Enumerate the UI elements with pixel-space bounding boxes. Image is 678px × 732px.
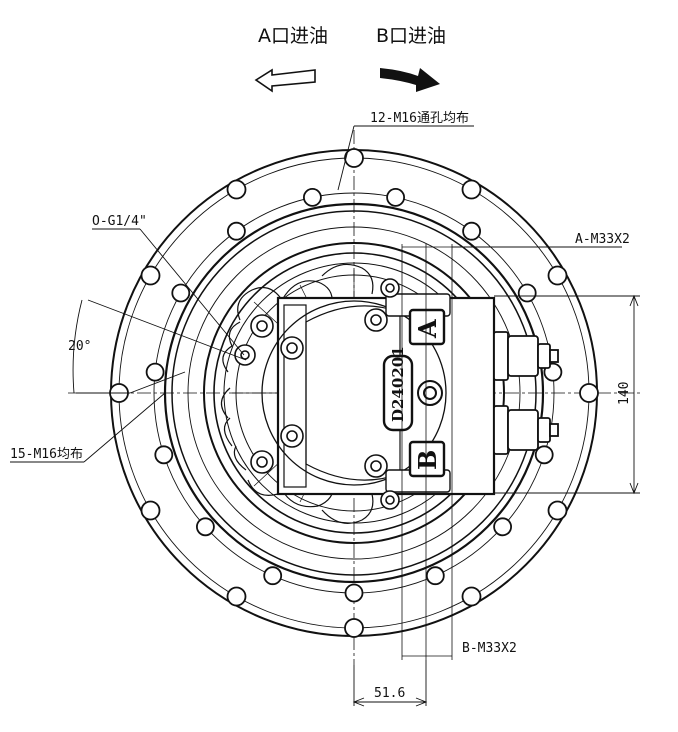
bolt-holes-15 <box>145 187 563 603</box>
bolt-hole-outer <box>226 586 247 607</box>
bolt-hole-outer <box>226 179 247 200</box>
side-fittings <box>493 331 559 455</box>
b-port-inlet-label: B口进油 <box>376 25 446 47</box>
offset-dimension <box>352 660 428 707</box>
bolt-hole-outer <box>547 500 568 521</box>
bolt-hole-inner <box>534 445 554 465</box>
bolt-hole-inner <box>344 583 364 603</box>
bolt-hole-inner <box>493 517 513 537</box>
bolt-hole-outer <box>461 179 482 200</box>
bolt-hole-inner <box>226 221 246 241</box>
bolt-hole-inner <box>154 445 174 465</box>
angle-arc <box>72 299 83 394</box>
model-code-text: D240201 <box>389 346 407 422</box>
bolt-hole-outer <box>547 265 568 286</box>
oil-port-callout: O-G1/4" <box>92 214 147 229</box>
bolt-12-callout: 12-M16通孔均布 <box>370 111 469 126</box>
height-dimension <box>494 294 640 495</box>
leader-lines <box>10 125 622 463</box>
offset-dimension-text: 51.6 <box>374 686 405 701</box>
bolt-hole-outer <box>579 383 599 403</box>
model-plate: D240201 <box>382 346 414 432</box>
port-b-callout: B-M33X2 <box>462 641 517 656</box>
bolt-holes-12 <box>109 148 599 638</box>
bolt-hole-outer <box>461 586 482 607</box>
bolt-hole-inner <box>171 283 191 303</box>
bolt-hole-inner <box>386 187 406 207</box>
bolt-hole-outer <box>344 148 364 168</box>
port-a-letter: A <box>413 319 442 339</box>
bolt-hole-inner <box>195 517 215 537</box>
bolt-hole-outer <box>140 265 161 286</box>
bolt-hole-inner <box>462 221 482 241</box>
angle-dimension-text: 20° <box>68 339 91 354</box>
port-b-badge: B <box>408 440 446 478</box>
bolt-hole-inner <box>425 566 445 586</box>
bolt-hole-inner <box>263 566 283 586</box>
port-a-callout: A-M33X2 <box>575 232 630 247</box>
center-plug <box>417 380 443 406</box>
valve-block-bolts <box>234 278 400 510</box>
bolt-hole-outer <box>344 618 364 638</box>
port-b-letter: B <box>413 450 442 470</box>
motor-lobes <box>220 263 374 524</box>
arrow-left-outline-icon <box>254 68 316 93</box>
bolt-15-callout: 15-M16均布 <box>10 447 83 462</box>
arrow-right-solid-icon <box>380 68 440 92</box>
a-port-inlet-label: A口进油 <box>258 25 328 47</box>
bolt-hole-inner <box>517 283 537 303</box>
port-a-badge: A <box>408 308 446 346</box>
bolt-hole-inner <box>145 362 165 382</box>
bolt-hole-inner <box>302 187 322 207</box>
bolt-hole-outer <box>140 500 161 521</box>
height-dimension-text: 140 <box>617 382 632 405</box>
